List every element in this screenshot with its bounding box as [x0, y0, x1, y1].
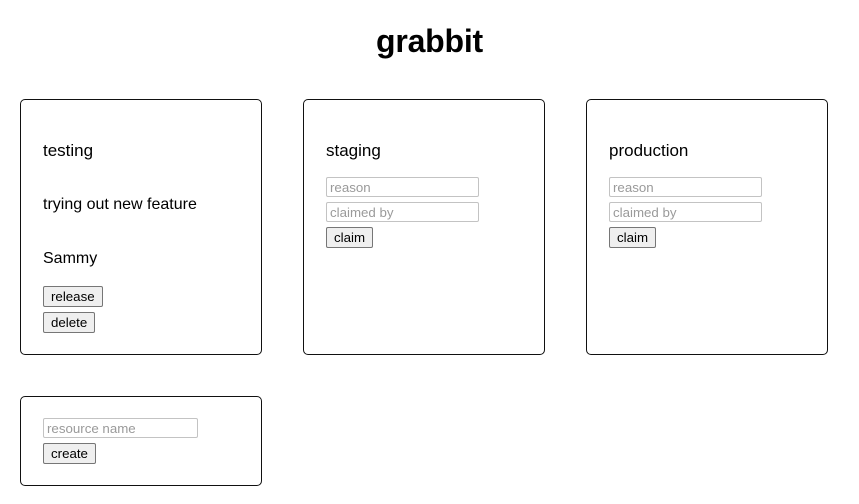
claim-button[interactable]: claim	[609, 227, 657, 248]
reason-input[interactable]	[326, 177, 479, 197]
claim-form: claim	[326, 177, 479, 253]
release-button[interactable]: release	[43, 286, 103, 307]
resource-name-label: staging	[326, 141, 381, 160]
claimed-by-input[interactable]	[326, 202, 479, 222]
resource-name-input[interactable]	[43, 418, 198, 438]
resource-card-list: testing trying out new feature Sammy rel…	[20, 99, 828, 355]
claim-reason-label: trying out new feature	[43, 196, 197, 213]
claimed-by-label: Sammy	[43, 250, 98, 267]
claimed-by-input[interactable]	[609, 202, 762, 222]
page-title: grabbit	[375, 23, 484, 59]
delete-button[interactable]: delete	[43, 312, 96, 333]
resource-card-production: production claim	[586, 99, 828, 355]
resource-card-testing: testing trying out new feature Sammy rel…	[20, 99, 262, 355]
reason-input[interactable]	[609, 177, 762, 197]
create-button[interactable]: create	[43, 443, 96, 464]
claim-form: claim	[609, 177, 762, 253]
resource-name-label: testing	[43, 141, 94, 160]
create-resource-form: create	[43, 418, 198, 469]
create-resource-card: create	[20, 396, 262, 486]
claim-button[interactable]: claim	[326, 227, 374, 248]
resource-card-staging: staging claim	[303, 99, 545, 355]
resource-name-label: production	[609, 141, 689, 160]
resource-actions: release delete	[43, 286, 103, 338]
